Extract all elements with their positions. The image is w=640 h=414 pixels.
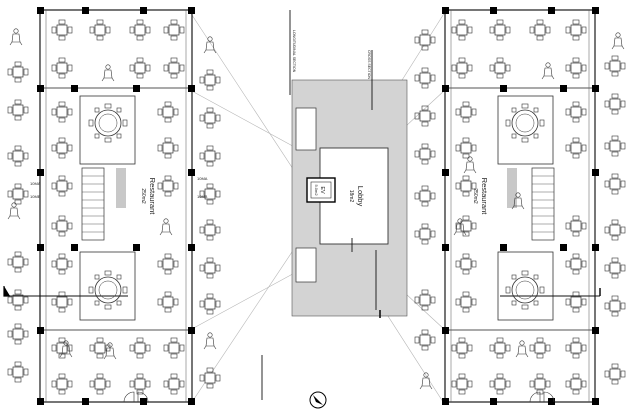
right-wing-area: 250m2 <box>472 188 478 204</box>
section-tag-right: CROSS SECTION <box>367 50 371 79</box>
lobby-area: 18m2 <box>348 190 354 203</box>
lobby-label: Lobby <box>356 186 365 207</box>
north-arrow-icon <box>309 391 327 409</box>
right-restaurant-wing: Restaurant 250m2 <box>414 7 626 405</box>
right-stair <box>507 167 555 241</box>
left-wing-name: Restaurant <box>148 178 157 216</box>
left-restaurant-wing: Restaurant 250m2 10MA 10MB 10MA 10MB <box>3 7 263 405</box>
right-wing-name: Restaurant <box>480 178 489 216</box>
elevator-size: 5.0m2 <box>314 184 319 196</box>
elevator-label: EV <box>319 186 325 194</box>
section-tag-left: LONGITUDINAL SECTION <box>292 30 296 73</box>
section-mark-1: 10MA <box>30 181 41 186</box>
section-mark-3: 10MA <box>197 176 208 181</box>
section-mark-2: 10MB <box>30 194 41 199</box>
section-mark-4: 10MB <box>197 194 208 199</box>
left-wing-area: 250m2 <box>140 188 146 204</box>
right-wing-tables <box>451 19 587 395</box>
central-core: Lobby 18m2 EV 5.0m2 LONGITUDINAL SECTION… <box>289 10 408 409</box>
left-stair <box>81 167 126 241</box>
